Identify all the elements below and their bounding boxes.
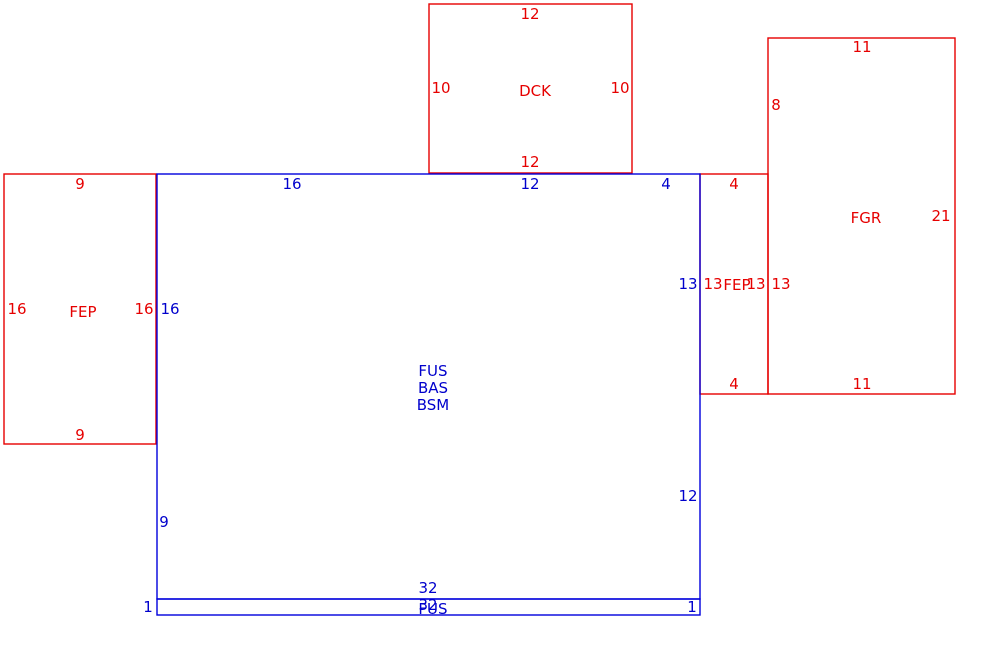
fep-left-top-dimension: 9 xyxy=(75,175,85,193)
fep-left-left-dimension: 16 xyxy=(7,300,26,318)
main-top-mid-dimension: 12 xyxy=(520,175,539,193)
fep-right-top-dimension: 4 xyxy=(729,175,739,193)
main-bottom-dimension: 32 xyxy=(418,579,437,597)
dck-area-code: DCK xyxy=(519,82,552,100)
main-area-code-3: BSM xyxy=(417,396,450,414)
dck-left-dimension: 10 xyxy=(431,79,450,97)
fgr-left-upper-dimension: 8 xyxy=(771,96,781,114)
fep-right-bottom-dimension: 4 xyxy=(729,375,739,393)
dck-top-dimension: 12 xyxy=(520,5,539,23)
fgr-top-dimension: 11 xyxy=(852,38,871,56)
fgr-right-dimension: 21 xyxy=(931,207,950,225)
fgr-outline xyxy=(767,37,956,395)
main-area-code-2: BAS xyxy=(418,379,448,397)
fep-right-right-dimension: 13 xyxy=(746,275,765,293)
main-left-lower-dimension: 9 xyxy=(159,513,169,531)
fep-right-area-code: FEP xyxy=(723,276,750,294)
dck-right-dimension: 10 xyxy=(610,79,629,97)
main-area-code-1: FUS xyxy=(418,362,447,380)
strip-left-dimension: 1 xyxy=(143,598,153,616)
fep-left-bottom-dimension: 9 xyxy=(75,426,85,444)
fep-left-right-dimension: 16 xyxy=(134,300,153,318)
main-left-upper-dimension: 16 xyxy=(160,300,179,318)
main-right-lower-dimension: 12 xyxy=(678,487,697,505)
strip-right-dimension: 1 xyxy=(687,598,697,616)
fgr-area-code: FGR xyxy=(851,209,882,227)
fep-left-outline xyxy=(3,173,157,445)
main-top-left-dimension: 16 xyxy=(282,175,301,193)
fep-right-left-dimension: 13 xyxy=(703,275,722,293)
strip-area-code: FUS xyxy=(418,600,447,618)
fgr-bottom-dimension: 11 xyxy=(852,375,871,393)
main-top-right-dimension: 4 xyxy=(661,175,671,193)
fus-strip-outline xyxy=(156,598,701,616)
strip-length-dimension: 32 xyxy=(418,596,437,614)
dck-bottom-dimension: 12 xyxy=(520,153,539,171)
fgr-left-lower-dimension: 13 xyxy=(771,275,790,293)
main-right-upper-dimension: 13 xyxy=(678,275,697,293)
dck-outline xyxy=(428,3,633,174)
fep-left-area-code: FEP xyxy=(69,303,96,321)
